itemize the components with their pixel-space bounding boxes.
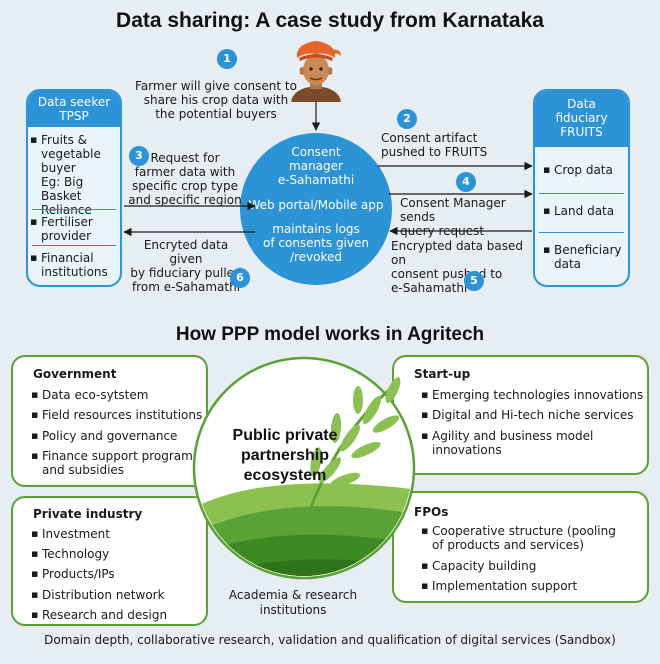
fiduciary-header: Data fiduciary FRUITS — [535, 91, 628, 147]
step-1-badge: 1 — [217, 49, 237, 69]
fiduciary-item-beneficiary: Beneficiary data — [543, 243, 622, 271]
step-3-badge: 3 — [129, 146, 149, 166]
data-seeker-subtitle: TPSP — [59, 109, 89, 123]
fpos-box: FPOs Cooperative structure (pooling of p… — [392, 491, 649, 603]
private-industry-box: Private industry Investment Technology P… — [11, 496, 208, 626]
private-item: Technology — [31, 547, 109, 561]
seeker-divider — [32, 209, 116, 210]
private-item: Distribution network — [31, 588, 165, 602]
data-seeker-title: Data seeker — [37, 95, 111, 109]
ppp-hub-label: Public private partnership ecosystem — [232, 427, 338, 484]
data-seeker-header: Data seeker TPSP — [28, 91, 120, 127]
step-2-note: Consent artifact pushed to FRUITS — [381, 131, 488, 159]
startup-item: Agility and business model innovations — [421, 429, 593, 457]
government-heading: Government — [33, 367, 117, 381]
government-item: Field resources institutions — [31, 408, 202, 422]
fpos-item: Cooperative structure (pooling of produc… — [421, 524, 616, 552]
government-box: Government Data eco-sytstem Field resour… — [11, 355, 208, 487]
footer-note: Domain depth, collaborative research, va… — [44, 633, 616, 647]
top-title: Data sharing: A case study from Karnatak… — [116, 9, 544, 32]
step-4-badge: 4 — [456, 172, 476, 192]
government-item: Finance support programs and subsidies — [31, 449, 199, 477]
startup-item: Digital and Hi-tech niche services — [421, 408, 633, 422]
startup-box: Start-up Emerging technologies innovatio… — [392, 355, 649, 475]
private-item: Investment — [31, 527, 110, 541]
flow-arrows — [123, 102, 533, 237]
fiduciary-item-land: Land data — [543, 204, 614, 218]
startup-heading: Start-up — [414, 367, 471, 381]
step-3-note: Request for farmer data with specific cr… — [128, 151, 242, 207]
data-fiduciary-box: Data fiduciary FRUITS Crop data Land dat… — [533, 89, 630, 287]
private-item: Research and design — [31, 608, 167, 622]
data-seeker-box: Data seeker TPSP Fruits & vegetable buye… — [26, 89, 122, 287]
step-6-badge: 6 — [230, 268, 250, 288]
step-5-note: Encrypted data based on consent pushed t… — [391, 239, 524, 295]
fpos-item: Capacity building — [421, 559, 536, 573]
step-5-badge: 5 — [464, 271, 484, 291]
step-6-note: Encryted data given by fiduciary pulled … — [130, 238, 242, 294]
fiduciary-divider — [539, 232, 624, 233]
consent-manager-circle: Consent manager e-Sahamathi Web portal/M… — [240, 133, 392, 285]
step-4-note: Consent Manager sends query request — [400, 196, 506, 238]
ppp-hub-illustration — [192, 356, 416, 580]
step-1-note: Farmer will give consent to share his cr… — [135, 79, 297, 121]
fpos-item: Implementation support — [421, 579, 577, 593]
ppp-title: How PPP model works in Agritech — [175, 324, 485, 345]
private-item: Products/IPs — [31, 567, 115, 581]
private-industry-heading: Private industry — [33, 507, 143, 521]
consent-manager-channel: Web portal/Mobile app — [248, 198, 384, 212]
seeker-divider — [32, 245, 116, 246]
academia-label: Academia & research institutions — [228, 588, 358, 617]
seeker-item-buyer: Fruits & vegetable buyer Eg: Big Basket … — [30, 133, 120, 217]
startup-item: Emerging technologies innovations — [421, 388, 643, 402]
government-item: Policy and governance — [31, 429, 177, 443]
seeker-item-financial: Financial institutions — [30, 251, 108, 279]
government-item: Data eco-sytstem — [31, 388, 148, 402]
fpos-heading: FPOs — [414, 505, 449, 519]
fiduciary-divider — [539, 193, 624, 194]
seeker-item-fertiliser: Fertiliser provider — [30, 215, 93, 243]
fiduciary-item-crop: Crop data — [543, 163, 613, 177]
farmer-icon — [291, 41, 341, 102]
step-2-badge: 2 — [397, 109, 417, 129]
